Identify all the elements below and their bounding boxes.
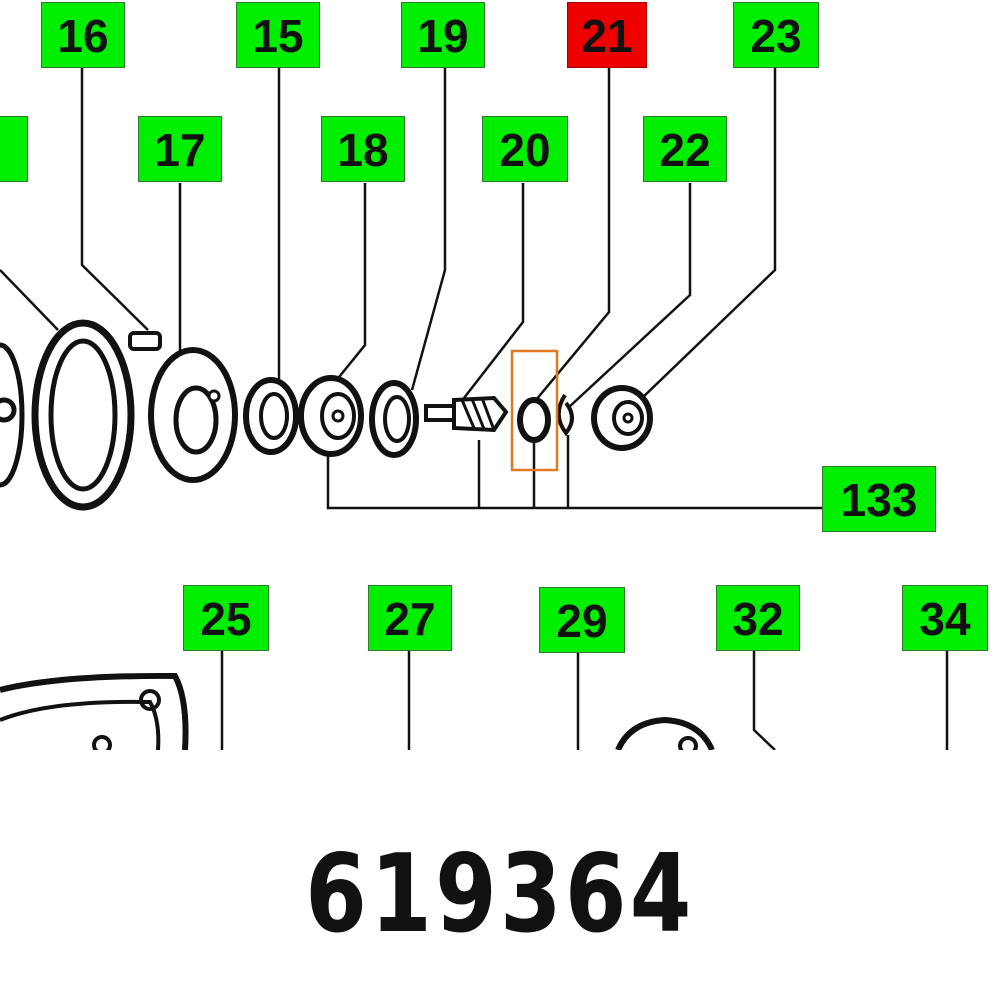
callout-21-selected[interactable]: 21 [567, 2, 647, 68]
part-22-circlip [556, 393, 574, 437]
leader-line-18 [334, 183, 367, 383]
exploded-parts-diagram: 4 16 15 19 21 23 17 18 20 22 133 25 27 2… [0, 2, 988, 750]
callout-16[interactable]: 16 [41, 2, 125, 68]
part-20-pinion [452, 395, 509, 433]
part-18-bearing-bore [331, 409, 345, 423]
callout-27[interactable]: 27 [368, 585, 452, 651]
callout-133[interactable]: 133 [822, 466, 936, 532]
callout-23[interactable]: 23 [733, 2, 819, 68]
callout-17[interactable]: 17 [138, 116, 222, 182]
leader-line-20 [463, 183, 525, 399]
leader-line-21 [535, 68, 611, 401]
leader-line-4 [0, 269, 59, 331]
part-25-housing-inner [0, 699, 161, 750]
callout-22[interactable]: 22 [643, 116, 727, 182]
callout-19[interactable]: 19 [401, 2, 485, 68]
part-23-bearing-bore [622, 412, 634, 424]
callout-15[interactable]: 15 [236, 2, 320, 68]
part-21-o-ring [517, 397, 551, 443]
callout-34[interactable]: 34 [902, 585, 988, 651]
callout-4[interactable]: 4 [0, 116, 28, 182]
highlight-box-21 [510, 349, 559, 472]
callout-32[interactable]: 32 [716, 585, 800, 651]
leader-line-32 [752, 650, 776, 750]
callout-20[interactable]: 20 [482, 116, 568, 182]
part-25-boss [139, 689, 161, 711]
part-4-hub [0, 397, 17, 423]
part-25-boss-lower [92, 735, 112, 750]
leader-line-22 [567, 183, 692, 409]
part-17-hole [173, 385, 219, 455]
part-15-seal-inner [259, 392, 289, 440]
leader-line-19 [410, 68, 447, 391]
part-29-cover [615, 716, 715, 750]
leader-line-23 [639, 68, 777, 401]
leader-line-133 [326, 435, 822, 510]
part-20-teeth [460, 397, 496, 431]
part-seal-ring-inner [48, 338, 118, 492]
callout-29[interactable]: 29 [539, 587, 625, 653]
callout-25[interactable]: 25 [183, 585, 269, 651]
part-20-shaft [424, 404, 458, 422]
part-number: 619364 [305, 832, 695, 957]
part-19-washer-hole [383, 395, 411, 443]
part-29-cover-hole [678, 736, 698, 750]
leader-line-16 [80, 68, 149, 331]
part-16-screw [128, 331, 162, 351]
part-17-bolt-hole [207, 389, 221, 403]
parts-drawing [0, 68, 949, 750]
callout-18[interactable]: 18 [321, 116, 405, 182]
part-25-housing [0, 672, 189, 750]
